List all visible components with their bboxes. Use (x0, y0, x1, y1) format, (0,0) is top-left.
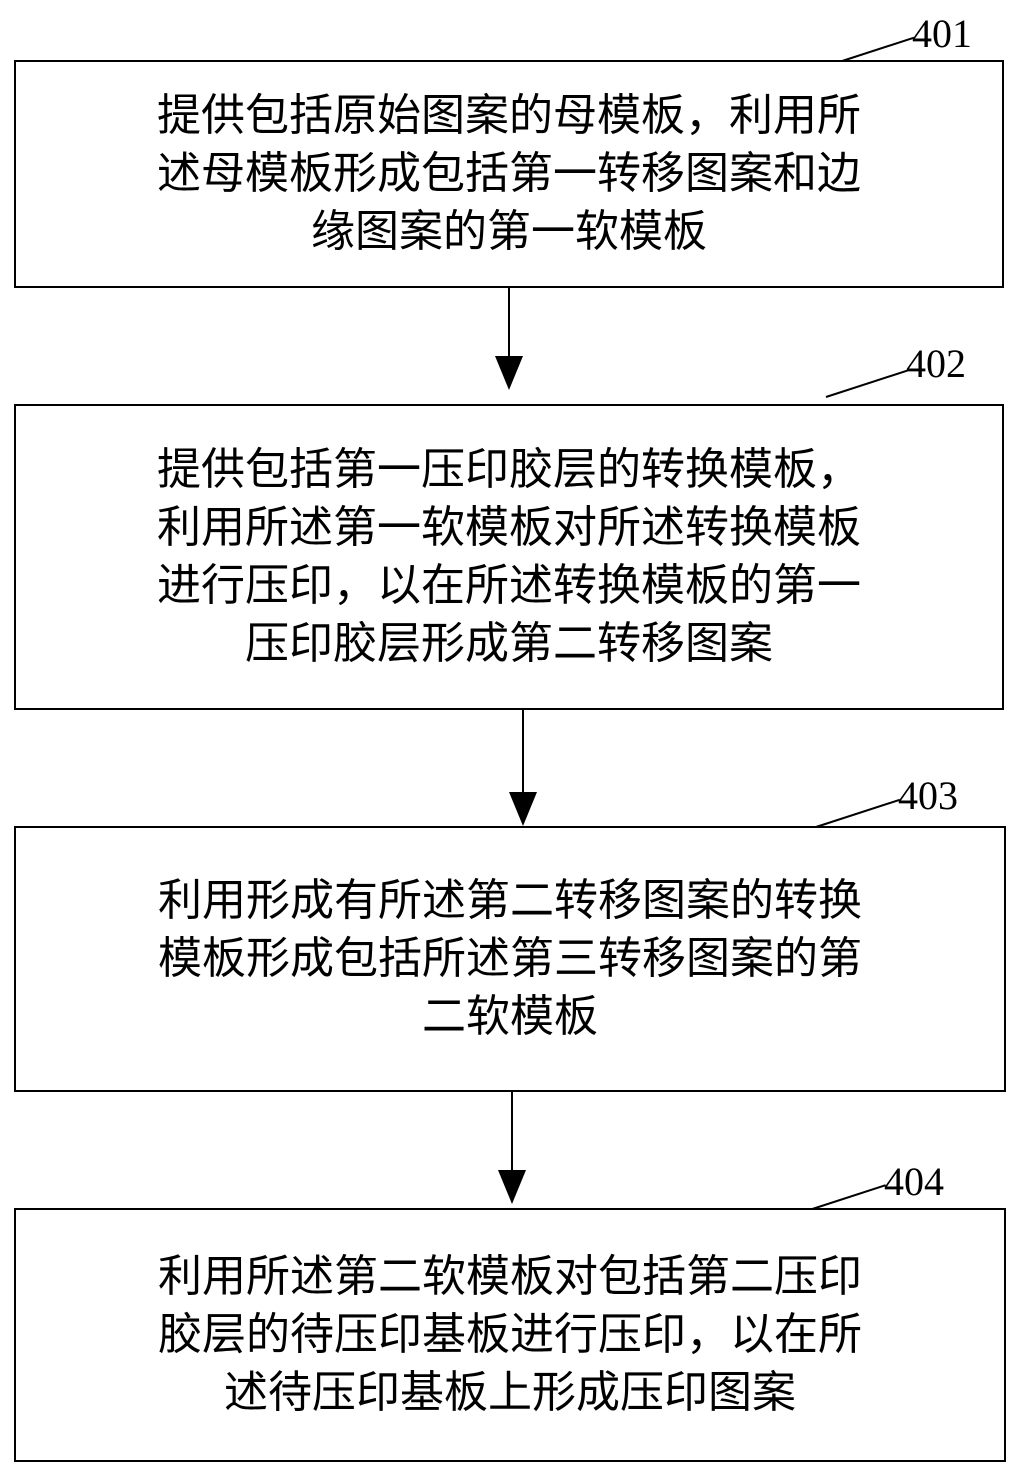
step-text-402: 提供包括第一压印胶层的转换模板， 利用所述第一软模板对所述转换模板 进行压印，以… (16, 441, 1002, 673)
step-line: 提供包括第一压印胶层的转换模板， (157, 444, 861, 495)
step-text-403: 利用形成有所述第二转移图案的转换 模板形成包括所述第三转移图案的第 二软模板 (16, 872, 1004, 1046)
step-line: 进行压印，以在所述转换模板的第一 (157, 560, 861, 611)
step-text-404: 利用所述第二软模板对包括第二压印 胶层的待压印基板进行压印，以在所 述待压印基板… (16, 1248, 1004, 1422)
arrow-shaft-401-402 (508, 288, 510, 358)
arrow-shaft-403-404 (511, 1092, 513, 1172)
step-box-404: 利用所述第二软模板对包括第二压印 胶层的待压印基板进行压印，以在所 述待压印基板… (14, 1208, 1006, 1462)
arrow-shaft-402-403 (522, 710, 524, 794)
step-line: 利用所述第二软模板对包括第二压印 (158, 1251, 862, 1302)
step-line: 提供包括原始图案的母模板，利用所 (157, 90, 861, 141)
step-line: 模板形成包括所述第三转移图案的第 (158, 933, 862, 984)
step-number-404: 404 (884, 1159, 944, 1204)
leader-line-403 (815, 798, 901, 828)
step-line: 二软模板 (422, 991, 598, 1042)
step-number-401: 401 (912, 11, 972, 56)
arrow-head-401-402 (495, 356, 523, 390)
step-box-403: 利用形成有所述第二转移图案的转换 模板形成包括所述第三转移图案的第 二软模板 (14, 826, 1006, 1092)
step-line: 述待压印基板上形成压印图案 (224, 1367, 796, 1418)
step-line: 利用形成有所述第二转移图案的转换 (158, 875, 862, 926)
step-line: 胶层的待压印基板进行压印，以在所 (158, 1309, 862, 1360)
arrow-head-402-403 (509, 792, 537, 826)
step-text-401: 提供包括原始图案的母模板，利用所 述母模板形成包括第一转移图案和边 缘图案的第一… (16, 87, 1002, 261)
arrow-head-403-404 (498, 1170, 526, 1204)
step-number-403: 403 (898, 773, 958, 818)
step-line: 压印胶层形成第二转移图案 (245, 618, 773, 669)
step-number-402: 402 (906, 341, 966, 386)
step-line: 缘图案的第一软模板 (311, 206, 707, 257)
step-box-401: 提供包括原始图案的母模板，利用所 述母模板形成包括第一转移图案和边 缘图案的第一… (14, 60, 1004, 288)
leader-line-402 (825, 369, 909, 398)
step-line: 述母模板形成包括第一转移图案和边 (157, 148, 861, 199)
step-line: 利用所述第一软模板对所述转换模板 (157, 502, 861, 553)
step-box-402: 提供包括第一压印胶层的转换模板， 利用所述第一软模板对所述转换模板 进行压印，以… (14, 404, 1004, 710)
